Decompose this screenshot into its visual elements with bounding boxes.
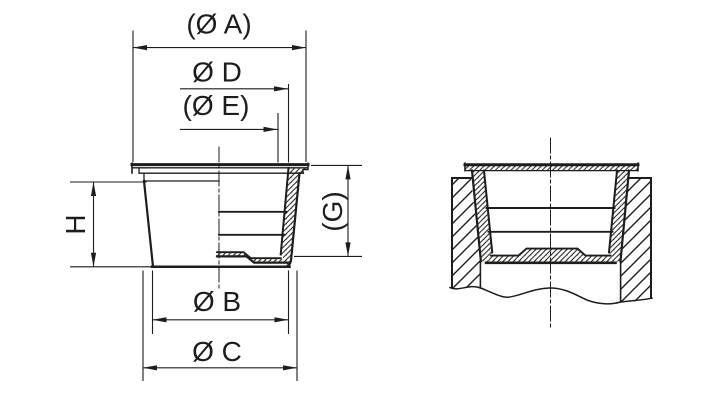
extension-lines	[132, 30, 307, 162]
dim-label-dia-e: (Ø E)	[183, 90, 250, 121]
extension-lines	[294, 164, 362, 257]
dim-height-h: H	[60, 181, 152, 268]
bottom-inner-bottom-line	[215, 255, 290, 264]
dim-dia-b: Ø B	[151, 270, 290, 334]
right-wall-outer-line	[619, 169, 631, 263]
right-wall-outer-line	[284, 171, 301, 269]
dim-label-dia-c: Ø C	[192, 336, 242, 367]
extension-lines	[70, 181, 152, 268]
bottom-wall-hatch	[487, 248, 614, 263]
dim-dia-e: (Ø E)	[180, 90, 279, 163]
dim-depth-g: (G)	[294, 164, 362, 257]
bottom-inner-profile	[490, 247, 612, 257]
extension-lines	[151, 270, 290, 334]
flange-step-left	[138, 167, 305, 182]
dim-dia-d: Ø D	[180, 57, 290, 163]
dim-label-dia-b: Ø B	[193, 286, 241, 317]
extension-lines	[142, 270, 298, 381]
panel-left-hatch	[452, 178, 481, 289]
left-wall-inner-line	[482, 169, 494, 254]
view-part-half-section	[130, 146, 310, 292]
right-wall-inner-line	[607, 169, 619, 254]
flange-right-edge	[302, 162, 309, 174]
dim-label-dia-a: (Ø A)	[186, 9, 251, 40]
right-wall-hatch	[609, 170, 629, 263]
bottom-wall-hatch	[217, 252, 288, 263]
panel-hole-edges-below-part	[479, 260, 622, 303]
panel-left-outline	[451, 177, 472, 289]
left-wall-outer-line	[470, 169, 483, 263]
dim-label-depth-g: (G)	[317, 191, 348, 231]
panel-right-outline	[627, 177, 652, 299]
dim-label-height-h: H	[60, 214, 91, 234]
view-installed-section	[449, 137, 653, 331]
break-line	[449, 285, 653, 305]
bottom-inner-top-line	[216, 251, 282, 260]
dim-dia-c: Ø C	[142, 270, 298, 381]
flange-edges	[464, 162, 639, 172]
dim-dia-a: (Ø A)	[132, 9, 307, 162]
dimensions: (Ø A) Ø D (Ø E) H (G) Ø B	[60, 9, 362, 381]
dim-label-dia-d: Ø D	[192, 57, 242, 88]
panel-right-hatch	[620, 178, 651, 303]
left-wall-hatch	[472, 170, 493, 263]
left-wall-line	[142, 179, 155, 268]
